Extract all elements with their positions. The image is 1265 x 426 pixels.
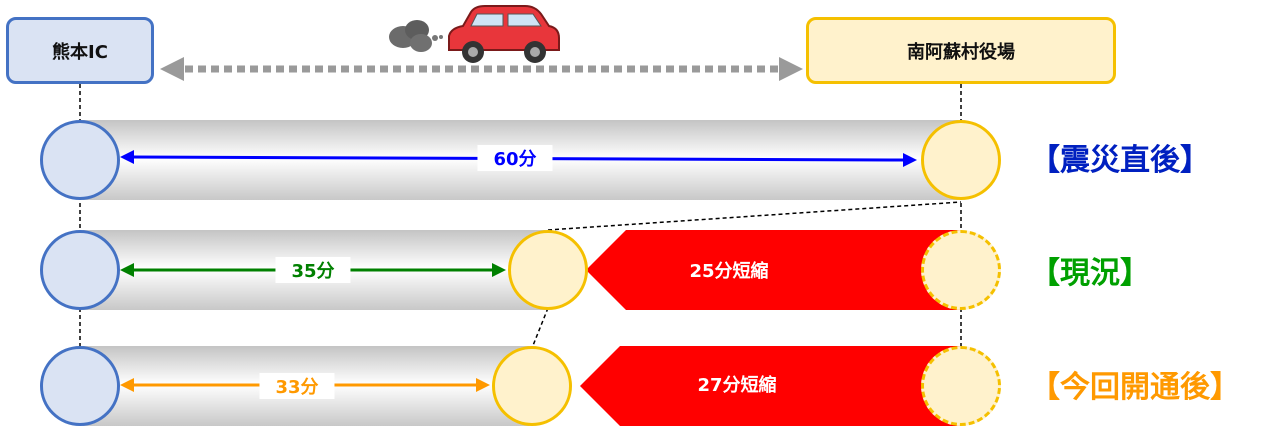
route-arrow [160, 57, 803, 81]
destination-box: 南阿蘇村役場 [806, 17, 1116, 84]
duration-label-row1: 60分 [477, 145, 553, 171]
phase-label-row2: 【現況】 [1030, 256, 1150, 291]
car-icon [389, 5, 560, 63]
phase-label-row1: 【震災直後】 [1030, 143, 1210, 178]
current-node-row2 [508, 230, 588, 310]
former-destination-node-row2 [921, 230, 1001, 310]
origin-node-row1 [40, 120, 120, 200]
origin-box: 熊本IC [6, 17, 154, 84]
origin-node-row3 [40, 346, 120, 426]
reduction-arrow-row3 [580, 346, 961, 426]
phase-label-row3: 【今回開通後】 [1030, 370, 1240, 405]
former-destination-node-row3 [921, 346, 1001, 426]
origin-label: 熊本IC [52, 41, 108, 63]
destination-label: 南阿蘇村役場 [907, 41, 1015, 63]
destination-node-row1 [921, 120, 1001, 200]
reduction-arrow-row2 [586, 230, 961, 310]
current-node-row3 [492, 346, 572, 426]
origin-node-row2 [40, 230, 120, 310]
exhaust-cloud-icon [389, 20, 443, 52]
duration-label-row3: 33分 [259, 373, 335, 399]
duration-label-row2: 35分 [275, 257, 351, 283]
reduction-label-row3: 27分短縮 [697, 375, 777, 396]
reduction-label-row2: 25分短縮 [689, 261, 769, 282]
